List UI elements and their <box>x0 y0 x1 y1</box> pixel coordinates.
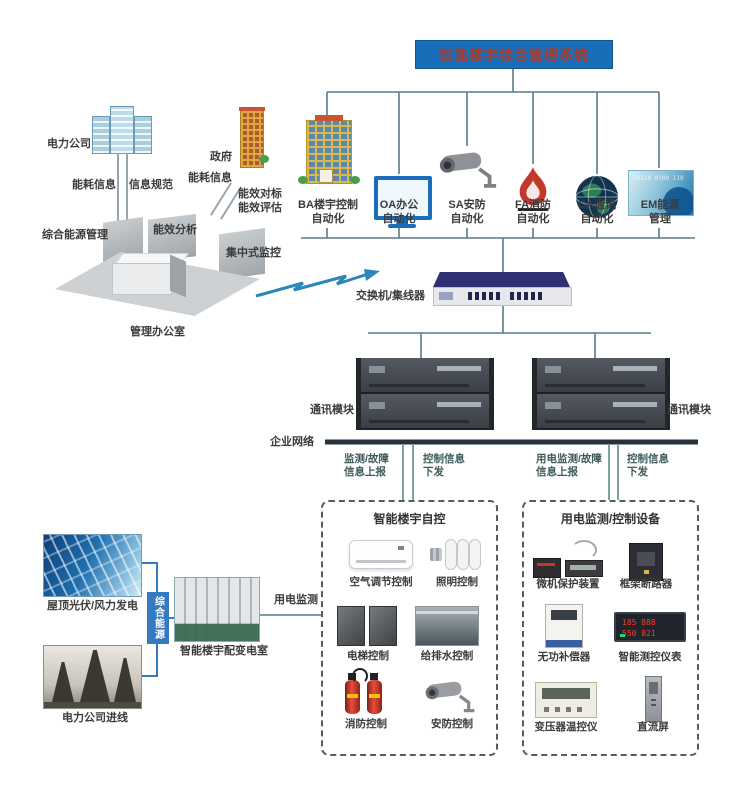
elevator-door-icon <box>369 606 397 646</box>
page-title: 智能楼宇综合管理系统 <box>415 40 613 69</box>
system-label-ca: CA通讯自动化 <box>578 199 616 225</box>
system-label-oa: OA办公自动化 <box>379 199 419 225</box>
comm-module-right-label: 通讯模块 <box>667 404 711 416</box>
bush-icon <box>350 176 360 184</box>
power-towers-photo <box>43 645 142 709</box>
system-label-em: EM能源管理 <box>640 199 680 225</box>
screen-panel-icon <box>219 228 265 280</box>
comm-module-icon <box>532 358 670 430</box>
water-control-label: 给排水控制 <box>420 650 474 662</box>
air-conditioner-icon <box>349 540 413 569</box>
compensator-icon <box>545 604 583 648</box>
compensator-label: 无功补偿器 <box>537 651 591 663</box>
console-icon <box>112 263 172 295</box>
water-pipes-icon <box>415 606 479 646</box>
solar-panels-photo <box>43 534 142 597</box>
government-label: 政府 <box>210 151 232 163</box>
system-label-ba: BA楼宇控制自动化 <box>298 199 358 225</box>
flow-label-control-down: 控制信息下发 <box>423 453 465 479</box>
enterprise-network-label: 企业网络 <box>270 436 314 448</box>
power-company-label: 电力公司 <box>47 138 91 150</box>
security-camera-icon <box>424 676 476 721</box>
power-monitoring-box-title: 用电监测/控制设备 <box>560 512 661 526</box>
circuit-breaker-label: 框架断路器 <box>619 578 673 590</box>
elevator-door-icon <box>337 606 365 646</box>
camera-icon <box>438 146 498 197</box>
comm-module-icon <box>356 358 494 430</box>
lightning-arrow-icon <box>255 269 380 298</box>
substation-photo <box>174 577 260 642</box>
info-flow-line <box>126 153 128 253</box>
comm-module-left-label: 通讯模块 <box>310 404 354 416</box>
circuit-breaker-icon <box>629 543 663 581</box>
smart-meter-label: 智能测控仪表 <box>618 651 682 663</box>
flow-label-monitor-report: 监测/故障信息上报 <box>344 453 389 479</box>
power-monitoring-label: 用电监测 <box>274 594 318 606</box>
dc-panel-icon <box>645 676 662 722</box>
integrated-energy-badge: 综合能源 <box>147 592 169 644</box>
lighting-control-label: 照明控制 <box>436 576 478 588</box>
ac-control-label: 空气调节控制 <box>349 576 413 588</box>
globe-icon <box>574 174 620 225</box>
info-flow-line <box>117 153 119 253</box>
substation-label: 智能楼宇配变电室 <box>180 645 268 657</box>
grid-inlet-label: 电力公司进线 <box>62 712 128 724</box>
system-label-fa: FA消防自动化 <box>514 199 552 225</box>
integrated-energy-mgmt-label: 综合能源管理 <box>42 229 108 241</box>
extinguisher-hose-icon <box>352 668 368 684</box>
solar-label: 屋顶光伏/风力发电 <box>47 600 139 612</box>
management-office-label: 管理办公室 <box>130 326 185 338</box>
security-control-label: 安防控制 <box>431 718 473 730</box>
elevator-control-label: 电梯控制 <box>347 650 389 662</box>
fire-control-label: 消防控制 <box>345 718 387 730</box>
dc-panel-label: 直流屏 <box>637 721 669 733</box>
switch-label: 交换机/集线器 <box>356 290 426 302</box>
monitor-base-icon <box>388 224 416 228</box>
government-building-icon <box>239 107 265 168</box>
energy-tile-icon: 10110 0100 110 <box>628 170 694 216</box>
building-icon <box>306 115 352 184</box>
protection-device-label: 微机保护装置 <box>536 578 600 590</box>
building-control-box-title: 智能楼宇自控 <box>373 512 446 526</box>
benchmark-label: 能效对标 能效评估 <box>238 188 282 214</box>
network-switch-icon <box>433 287 572 306</box>
protection-device-icon <box>533 540 603 578</box>
flow-label-power-report: 用电监测/故障信息上报 <box>536 453 602 479</box>
central-monitoring-label: 集中式监控 <box>226 247 281 259</box>
energy-info-right-label: 能耗信息 <box>188 172 232 184</box>
fire-extinguisher-icon <box>367 673 382 714</box>
flow-label-control-down-2: 控制信息下发 <box>627 453 669 479</box>
console-icon <box>170 254 186 298</box>
bush-icon <box>298 176 308 184</box>
temp-controller-label: 变压器温控仪 <box>534 721 598 733</box>
monitor-stand-icon <box>396 216 408 224</box>
light-bulb-icon <box>430 537 481 571</box>
system-label-sa: SA安防自动化 <box>448 199 486 225</box>
network-switch-icon <box>433 272 570 287</box>
fire-extinguisher-icon <box>345 673 360 714</box>
flame-icon <box>512 164 554 219</box>
info-spec-label: 信息规范 <box>129 179 173 191</box>
tree-icon <box>259 155 269 163</box>
energy-info-left-label: 能耗信息 <box>72 179 116 191</box>
energy-analysis-label: 能效分析 <box>153 224 197 236</box>
temp-controller-icon <box>535 682 597 718</box>
